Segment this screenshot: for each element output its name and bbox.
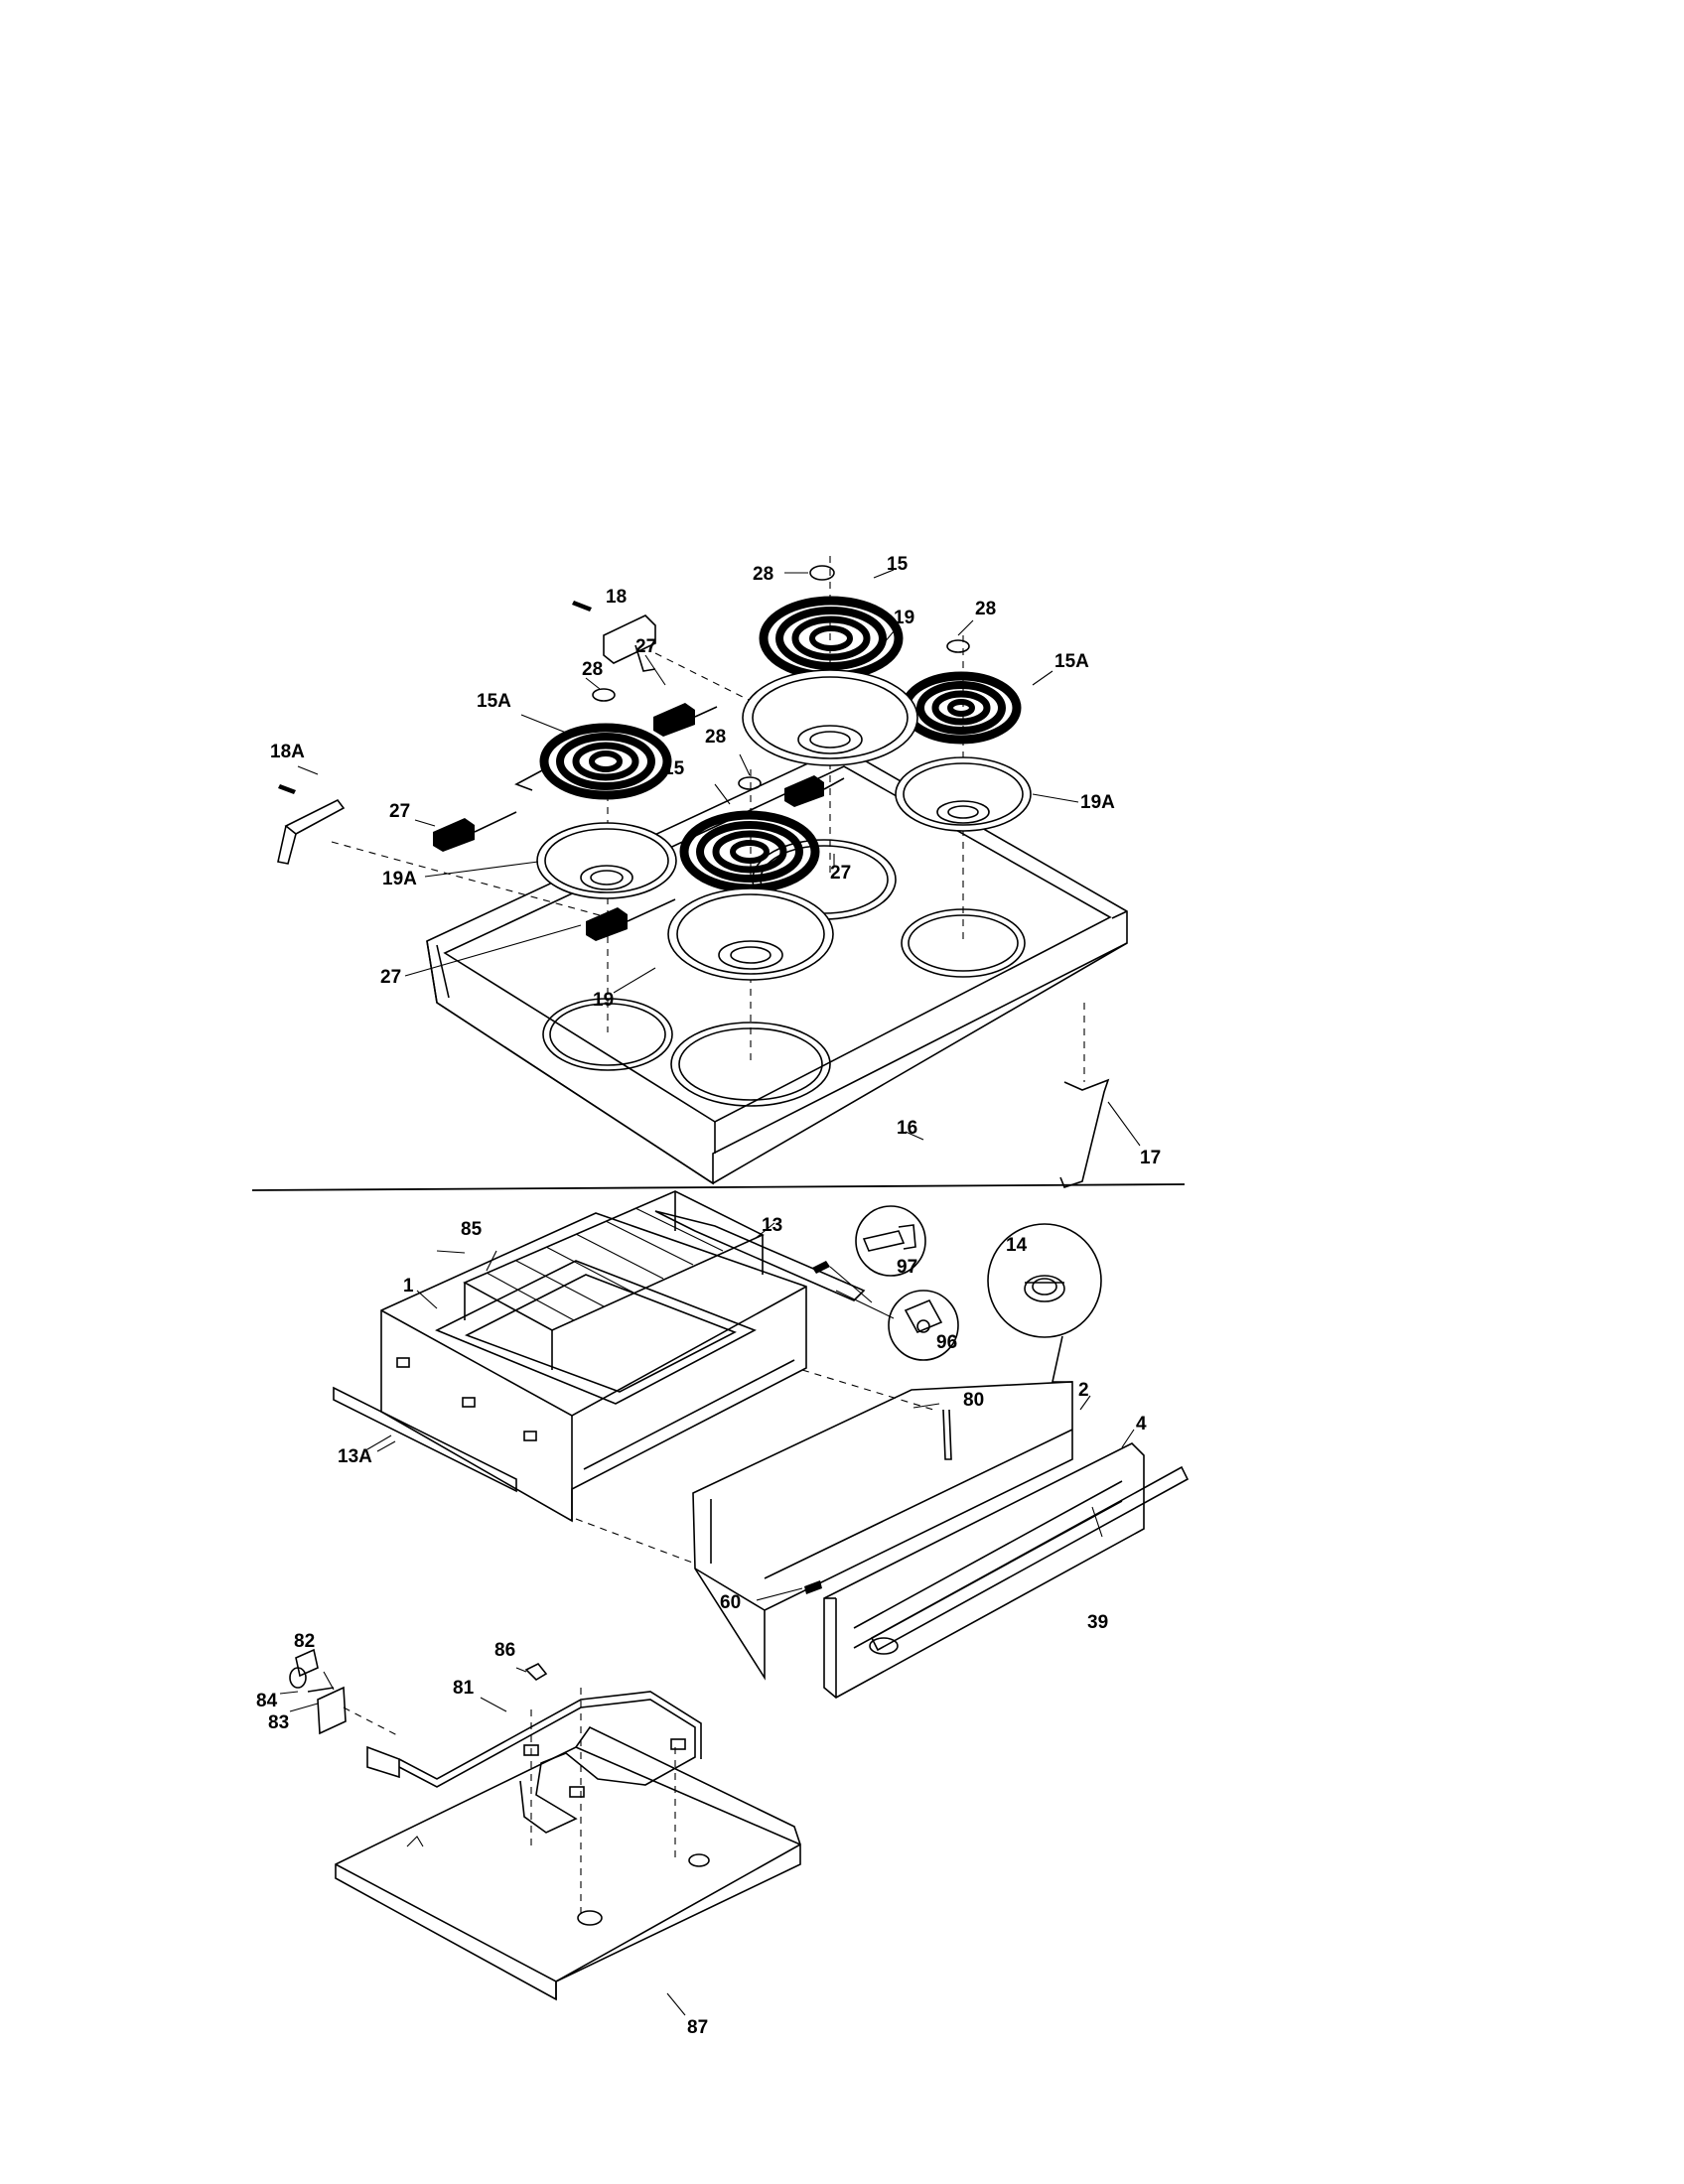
leaders-drawer — [376, 1250, 1135, 1452]
bracket-18A — [277, 784, 346, 865]
trim-rings-28 — [592, 565, 970, 790]
leaders-broil — [279, 1667, 527, 1712]
receptacles-27 — [433, 703, 845, 941]
callout-85: 85 — [461, 1219, 483, 1240]
broil-rack-85 — [436, 1190, 765, 1370]
part-80 — [942, 1409, 952, 1460]
drawer-panel-2 — [575, 1369, 1073, 1681]
callout-1: 1 — [403, 1276, 414, 1297]
callout-13A: 13A — [338, 1446, 372, 1467]
detail-circle-14 — [987, 1223, 1102, 1383]
callout-18A: 18A — [270, 742, 305, 762]
callout-19: 19 — [894, 608, 914, 628]
drawer-body-1 — [380, 1212, 807, 1523]
drawer-assembly: 13 85 97 14 1 96 80 2 13A 4 60 39 — [333, 1190, 1190, 1699]
callout-16: 16 — [897, 1118, 917, 1139]
section-divider — [251, 1183, 1186, 1191]
callout-19: 19 — [593, 990, 614, 1011]
callout-27: 27 — [389, 801, 410, 822]
callout-28: 28 — [753, 564, 773, 585]
callout-96: 96 — [936, 1332, 957, 1353]
callout-39: 39 — [1087, 1612, 1108, 1633]
callout-60: 60 — [720, 1592, 741, 1613]
callout-28: 28 — [705, 727, 726, 748]
detail-circle-96 — [835, 1290, 959, 1361]
surface-element-15A-left — [514, 723, 672, 800]
callout-97: 97 — [897, 1257, 917, 1278]
detail-circle-97 — [812, 1205, 926, 1303]
drip-bowl-19-back — [742, 669, 918, 766]
rail-13 — [654, 1210, 866, 1301]
callout-27: 27 — [380, 967, 401, 988]
callout-15A: 15A — [1054, 651, 1089, 672]
callout-81: 81 — [453, 1678, 475, 1699]
callout-18: 18 — [606, 587, 627, 608]
callout-27: 27 — [830, 863, 851, 884]
drip-bowl-19-front — [667, 887, 834, 981]
clip-86 — [524, 1662, 548, 1682]
surface-element-15A-right — [901, 671, 1022, 745]
callout-28: 28 — [582, 659, 603, 680]
bracket-18 — [572, 601, 656, 672]
screw-60 — [756, 1580, 822, 1601]
callout-19A: 19A — [382, 869, 417, 889]
surface-element-15-front — [679, 810, 820, 893]
broil-assembly: 86 82 81 84 83 87 — [256, 1631, 801, 2038]
callout-82: 82 — [294, 1631, 315, 1652]
callout-80: 80 — [963, 1390, 984, 1411]
rail-13A — [333, 1386, 517, 1493]
drip-bowl-19A-left — [536, 822, 677, 899]
leaders-top — [297, 569, 1079, 994]
cooktop-assembly: 28 15 18 19 28 15A 28 27 15A 28 15 18A 2… — [270, 554, 1161, 1188]
callout-2: 2 — [1078, 1380, 1089, 1401]
callout-87: 87 — [687, 2017, 708, 2038]
callout-19A: 19A — [1080, 792, 1115, 813]
callout-83: 83 — [268, 1712, 289, 1733]
bottom-panel-87 — [335, 1725, 801, 2016]
callout-15: 15 — [887, 554, 909, 575]
callout-28: 28 — [975, 599, 996, 619]
callout-84: 84 — [256, 1691, 278, 1711]
broil-element-81 — [366, 1688, 702, 1916]
callout-15: 15 — [663, 758, 685, 779]
callout-17: 17 — [1140, 1148, 1161, 1168]
callout-14: 14 — [1006, 1235, 1028, 1256]
surface-element-15-back — [759, 596, 904, 681]
drip-bowl-19A-right — [895, 756, 1032, 832]
drawer-door-4 — [823, 1442, 1190, 1699]
callout-4: 4 — [1136, 1414, 1147, 1434]
lift-rod-17 — [1059, 1078, 1141, 1188]
callout-13: 13 — [762, 1215, 782, 1236]
callout-15A: 15A — [477, 691, 511, 712]
callout-86: 86 — [494, 1640, 515, 1661]
broil-bracket-82 — [289, 1648, 398, 1736]
callout-27: 27 — [635, 636, 656, 657]
